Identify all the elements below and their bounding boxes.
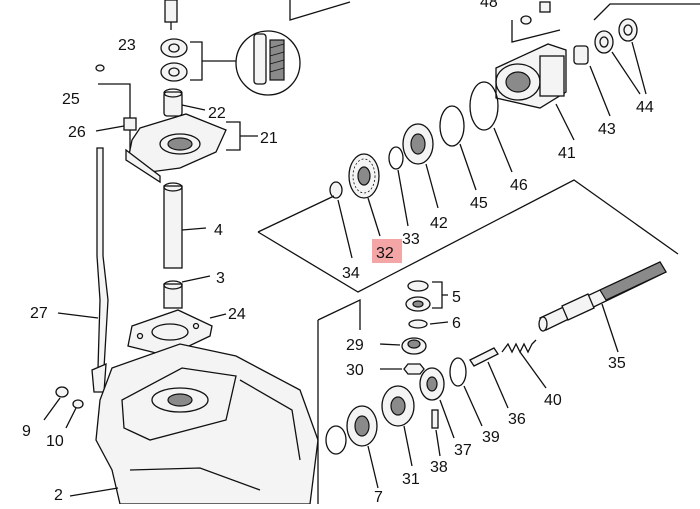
part-24-gasket xyxy=(127,309,227,357)
callout-39: 39 xyxy=(482,429,500,446)
callout-43: 43 xyxy=(598,121,616,138)
part-33-washer xyxy=(388,146,409,227)
part-23-bearings xyxy=(160,30,301,96)
callout-40: 40 xyxy=(544,392,562,409)
part-37-clutch xyxy=(419,367,455,439)
part-2-lower-casing xyxy=(69,343,319,505)
callout-37: 37 xyxy=(454,442,472,459)
callout-27: 27 xyxy=(30,305,48,322)
callout-32-highlight xyxy=(372,239,402,263)
callout-30: 30 xyxy=(346,362,364,379)
part-22-bushing xyxy=(163,88,206,117)
part-44-seals xyxy=(593,3,700,95)
callout-33: 33 xyxy=(402,231,420,248)
callout-9: 9 xyxy=(22,423,31,440)
part-9-10-screws xyxy=(43,386,84,429)
callout-10: 10 xyxy=(46,433,64,450)
part-30-nut xyxy=(380,363,425,375)
callout-36: 36 xyxy=(508,411,526,428)
gear-group-bracket xyxy=(257,179,679,293)
callout-41: 41 xyxy=(558,145,576,162)
callout-45: 45 xyxy=(470,195,488,212)
top-bracket-line xyxy=(289,0,351,21)
callout-7: 7 xyxy=(374,489,383,504)
part-21-housing xyxy=(125,113,258,184)
part-43-collar xyxy=(573,45,611,117)
part-45-oring xyxy=(439,105,477,191)
part-5-bearings xyxy=(405,280,448,312)
part-40-spring xyxy=(501,339,547,389)
callout-23: 23 xyxy=(118,37,136,54)
part-48-screw xyxy=(511,1,561,43)
callout-29: 29 xyxy=(346,337,364,354)
callout-48: 48 xyxy=(480,0,498,11)
lower-group-bracket xyxy=(317,298,361,330)
callout-21: 21 xyxy=(260,130,278,147)
part-39-ring xyxy=(449,357,483,427)
callout-26: 26 xyxy=(68,124,86,141)
gear-group-bracket-left xyxy=(257,195,335,233)
callout-22: 22 xyxy=(208,105,226,122)
part-4-tube xyxy=(163,182,207,269)
callout-38: 38 xyxy=(430,459,448,476)
callout-labels: 48 23 25 22 26 21 44 43 41 46 45 42 33 3… xyxy=(22,0,654,506)
callout-5: 5 xyxy=(452,289,461,306)
drive-shaft-top xyxy=(164,0,178,30)
callout-4: 4 xyxy=(214,222,223,239)
part-41-housing xyxy=(495,43,575,141)
part-29-pinion xyxy=(379,337,427,355)
part-35-propeller-shaft xyxy=(538,261,667,353)
part-46-oring xyxy=(469,81,513,173)
part-6-washer xyxy=(408,319,449,329)
callout-35: 35 xyxy=(608,355,626,372)
part-34-shim xyxy=(329,181,353,259)
part-38-pin xyxy=(431,409,441,457)
part-32-bevel-gear xyxy=(348,153,381,237)
callout-6: 6 xyxy=(452,315,461,332)
callout-34: 34 xyxy=(342,265,360,282)
callout-25: 25 xyxy=(62,91,80,108)
part-27-shift-rod xyxy=(57,147,109,393)
part-3-bush xyxy=(163,275,211,309)
callout-3: 3 xyxy=(216,270,225,287)
part-25-pin xyxy=(95,64,131,120)
part-42-bearing xyxy=(402,123,439,209)
callout-31: 31 xyxy=(402,471,420,488)
part-7-bearing xyxy=(325,405,379,489)
callout-32: 32 xyxy=(376,245,394,262)
part-36-pin xyxy=(469,347,509,409)
callout-46: 46 xyxy=(510,177,528,194)
part-31-gear xyxy=(381,385,415,467)
callout-44: 44 xyxy=(636,99,654,116)
callout-2: 2 xyxy=(54,487,63,504)
callout-42: 42 xyxy=(430,215,448,232)
callout-24: 24 xyxy=(228,306,246,323)
part-26-bolt xyxy=(95,117,137,152)
